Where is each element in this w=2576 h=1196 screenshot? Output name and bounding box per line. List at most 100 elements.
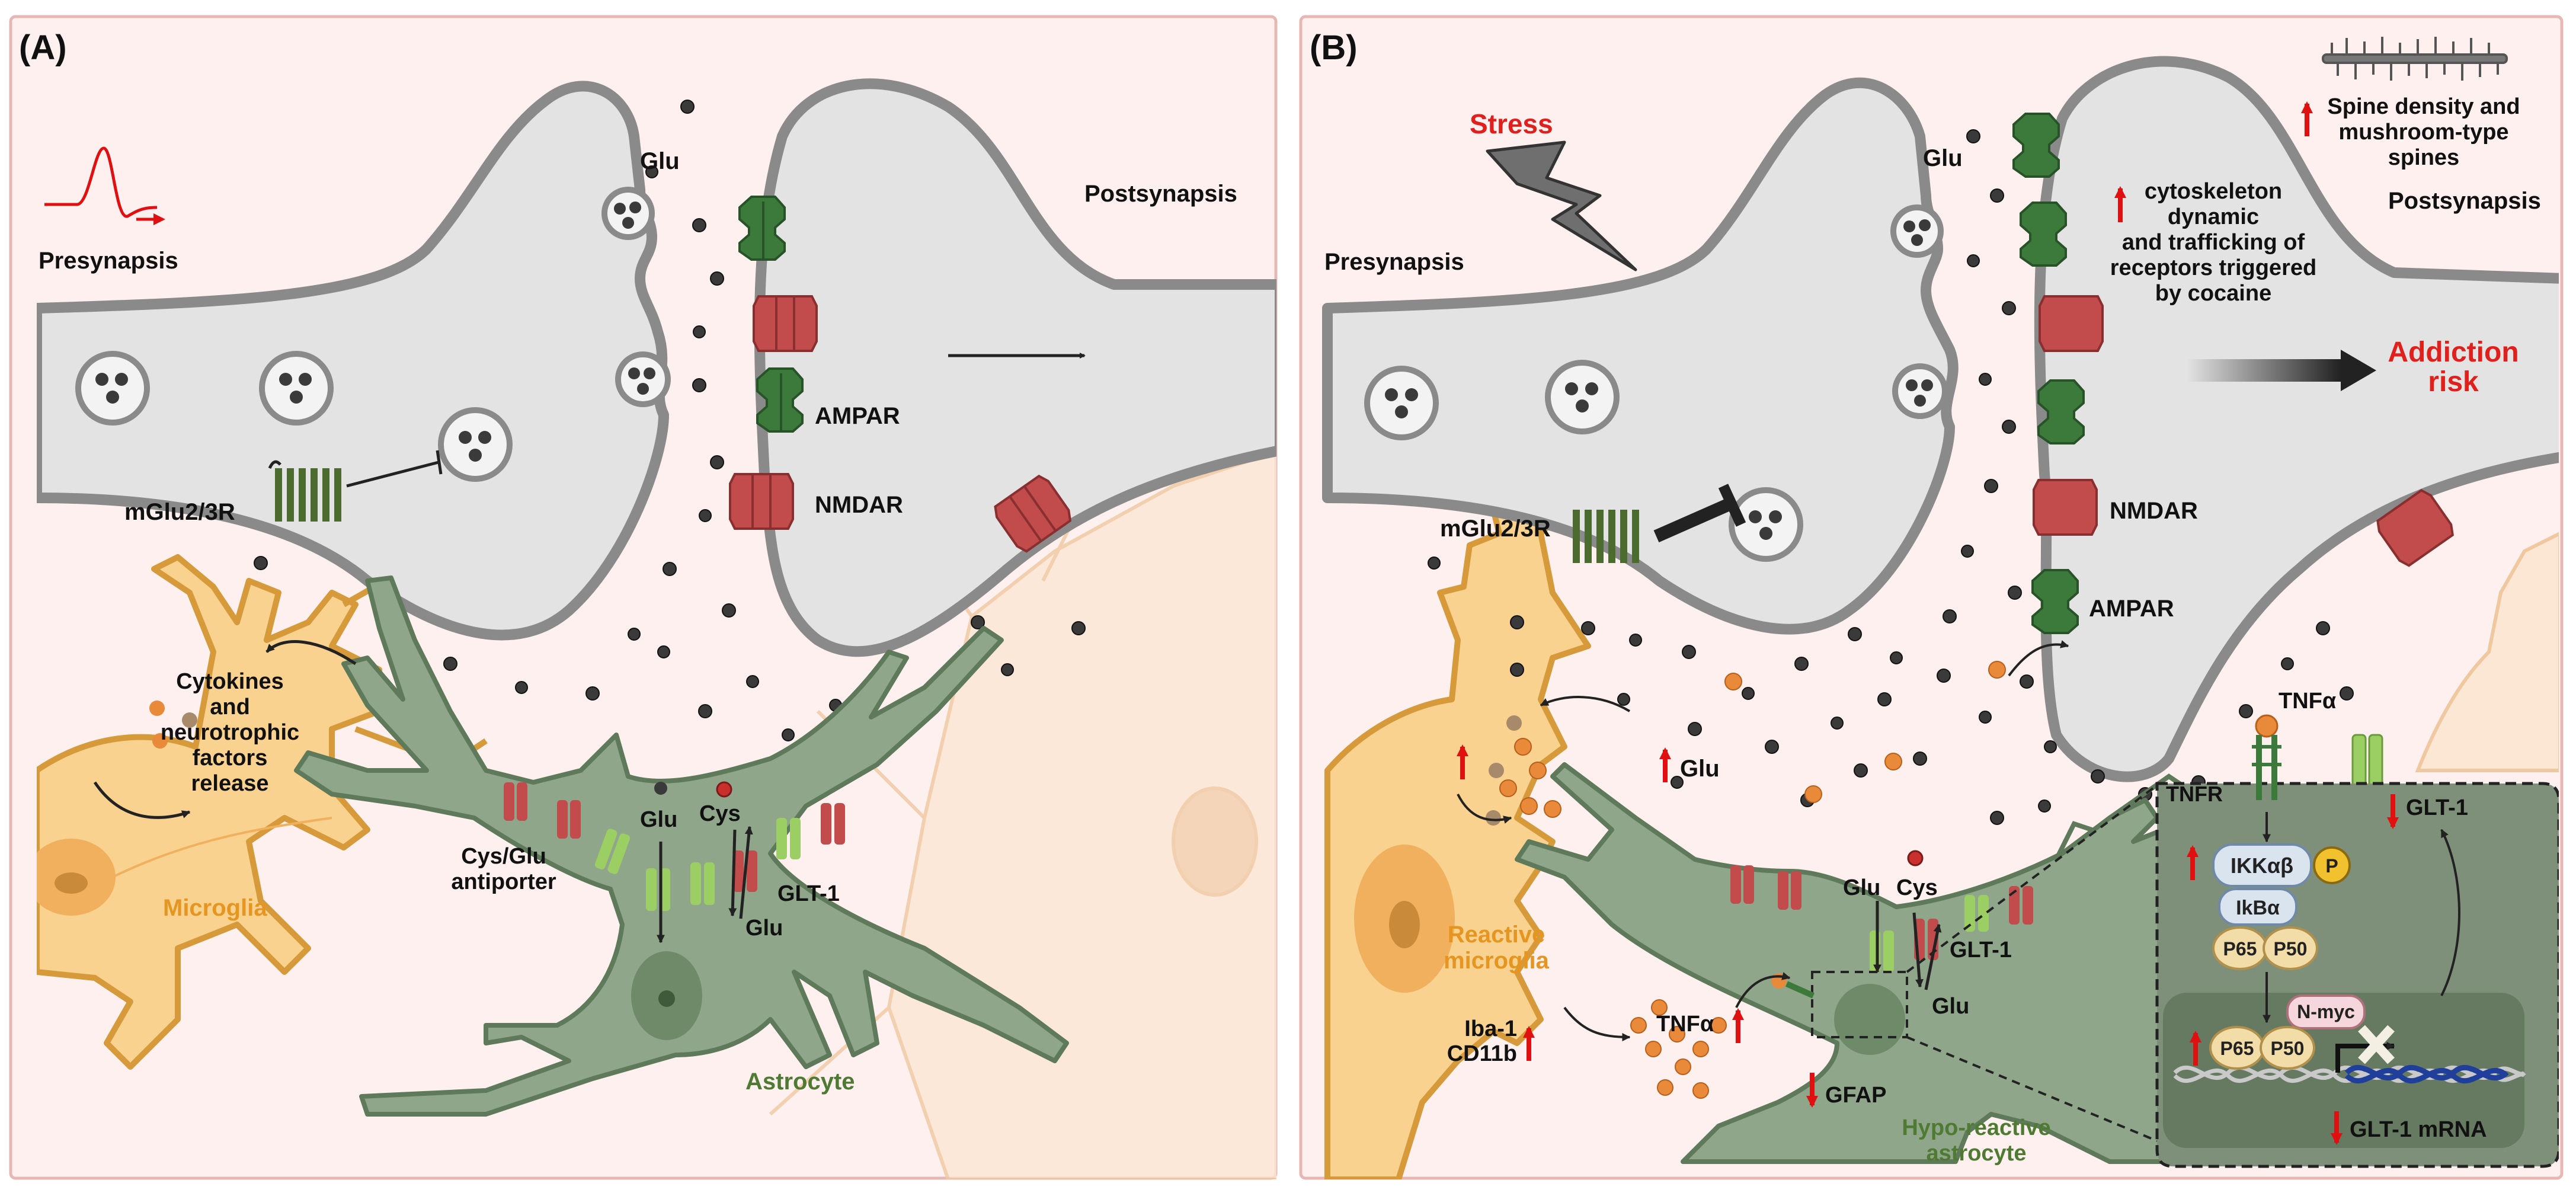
cytokines-label: Cytokines and neurotrophic factors relea… — [161, 669, 299, 796]
panel-a: (A) — [9, 15, 1278, 1180]
microglia-cell — [37, 520, 488, 1070]
glu-label-b: Glu — [1923, 145, 1963, 171]
ikb-label: IkBα — [2236, 897, 2280, 919]
tnf-particles-b — [1499, 661, 2006, 1099]
vesicle-glutamate — [95, 202, 655, 462]
spine-line-3: spines — [2388, 145, 2459, 170]
glt1-transporter-b2 — [1964, 895, 1989, 932]
cyto-line-4: receptors triggered — [2110, 255, 2316, 280]
ampar-receptor-1 — [738, 196, 786, 261]
nmdar-receptor-1 — [753, 295, 818, 352]
zoom-box — [1811, 971, 1908, 1038]
presynaptic-terminal — [37, 81, 669, 641]
faint-cell-b — [2415, 532, 2559, 772]
cytokines-line-1: Cytokines — [176, 669, 284, 694]
iba-line-1: Iba-1 — [1464, 1016, 1517, 1041]
mglu-label-a: mGlu2/3R — [124, 499, 235, 525]
ampar-label-a: AMPAR — [815, 403, 900, 429]
astrocyte-label-a: Astrocyte — [745, 1069, 855, 1095]
ampar-traffic-arrow — [2008, 640, 2069, 677]
glu-out-label-a: Glu — [745, 916, 783, 941]
nmdar-receptor-b1 — [2039, 295, 2104, 352]
panel-a-label: (A) — [19, 28, 67, 67]
presynaptic-terminal-b — [1322, 77, 1959, 635]
inhibition-line-a — [346, 450, 443, 488]
nmdar-label-a: NMDAR — [815, 492, 903, 518]
addiction-risk-label: Addiction risk — [2388, 337, 2519, 398]
addiction-arrow-shaft — [2187, 359, 2341, 382]
addiction-line-1: Addiction — [2388, 337, 2519, 368]
glt1-transporter-4 — [776, 818, 801, 859]
ampar-receptor-b3 — [2037, 379, 2085, 444]
spine-label: Spine density and mushroom-type spines — [2327, 94, 2520, 170]
vesicle-glutamate-b — [1385, 219, 1933, 540]
hypo-astrocyte-nucleus — [1834, 984, 1905, 1055]
iba-line-2: CD11b — [1447, 1041, 1517, 1066]
ikk-label: IKKαβ — [2231, 853, 2293, 878]
glt1-transporter-b-top — [2351, 734, 2383, 795]
glu-out-arrow-a — [728, 829, 737, 917]
hypo-astrocyte-label: Hypo-reactive astrocyte — [1902, 1115, 2050, 1166]
ampar-label-b: AMPAR — [2089, 596, 2174, 622]
reactive-microglia-cell — [1324, 442, 1591, 1179]
ampar-receptor-b2 — [2020, 202, 2067, 267]
postsynapsis-label-b: Postsynapsis — [2388, 188, 2541, 214]
hypo-line-2: astrocyte — [1927, 1141, 2027, 1166]
microglia-arrow-b3 — [1563, 1006, 1631, 1041]
cys-arrow-b — [1924, 923, 1942, 990]
dendritic-spine-icon — [2322, 37, 2508, 81]
p50-label: P50 — [2274, 938, 2308, 960]
cys-label-b: Cys — [1896, 875, 1938, 900]
p65-label: P65 — [2223, 938, 2257, 960]
ampar-receptor-b1 — [2012, 113, 2060, 178]
inhibition-line-b — [1653, 497, 1733, 543]
postsynaptic-terminal-b — [2034, 56, 2559, 782]
microglia-arrow-b1 — [1540, 696, 1631, 712]
glu-out-arrow-b — [1912, 912, 1924, 988]
glt1-transporter-1 — [594, 829, 631, 874]
vesicles — [75, 187, 671, 482]
addiction-arrow-head — [2341, 350, 2376, 391]
nmdar-receptor-b3 — [2376, 488, 2454, 567]
cyto-line-2: dynamic — [2168, 204, 2259, 229]
panel-b-label: (B) — [1310, 28, 1358, 67]
cyto-line-1: cytoskeleton — [2145, 179, 2282, 204]
nmyc-protein — [2286, 994, 2366, 1029]
spine-line-1: Spine density and — [2327, 94, 2520, 119]
addiction-line-2: risk — [2428, 366, 2479, 398]
microglia-label-a: Microglia — [163, 895, 267, 921]
reactive-line-1: Reactive — [1448, 922, 1545, 948]
glt1-top-label: GLT-1 — [2406, 795, 2468, 820]
zoom-line-2 — [1906, 1036, 2158, 1142]
nfkb-inset — [2155, 714, 2559, 1168]
postsynapsis-label-a: Postsynapsis — [1084, 181, 1237, 207]
cytokine-particles-a — [149, 701, 197, 749]
mglu-label-b: mGlu2/3R — [1440, 516, 1551, 542]
p50-nuclear — [2260, 1026, 2315, 1070]
hypo-line-1: Hypo-reactive — [1902, 1115, 2050, 1140]
reactive-microglia-label: Reactive microglia — [1444, 922, 1550, 974]
nmdar-label-b: NMDAR — [2110, 498, 2198, 524]
brown-particles-b — [1486, 715, 1522, 826]
action-potential-icon — [44, 146, 158, 218]
ikk-complex — [2212, 843, 2312, 887]
gfap-label: GFAP — [1825, 1083, 1886, 1108]
feedback-arrow — [2440, 829, 2460, 996]
tnfa-top-label: TNFα — [2279, 689, 2336, 714]
iba-cd11b-label: Iba-1 CD11b — [1447, 1016, 1517, 1066]
cys-glu-antiporter-2 — [557, 800, 581, 839]
cytokine-arrow-1 — [265, 640, 357, 666]
cytokines-line-3: neurotrophic — [161, 720, 299, 745]
glutamate-dots-b — [1428, 129, 2354, 878]
cys-label-a: Cys — [699, 801, 741, 826]
glu-out-label-b: Glu — [1932, 994, 1969, 1019]
antiporter-line-1: Cys/Glu — [461, 844, 546, 869]
cytokines-line-2: and — [210, 695, 250, 719]
cys-glu-antiporter-1 — [504, 782, 527, 821]
panel-b: (B) — [1299, 15, 2564, 1180]
tnfa-mid-label: TNFα — [1656, 1012, 1714, 1037]
presynapsis-label-b: Presynapsis — [1324, 249, 1464, 275]
p50-nuclear-label: P50 — [2271, 1038, 2305, 1059]
block-x-icon — [2358, 1025, 2395, 1064]
